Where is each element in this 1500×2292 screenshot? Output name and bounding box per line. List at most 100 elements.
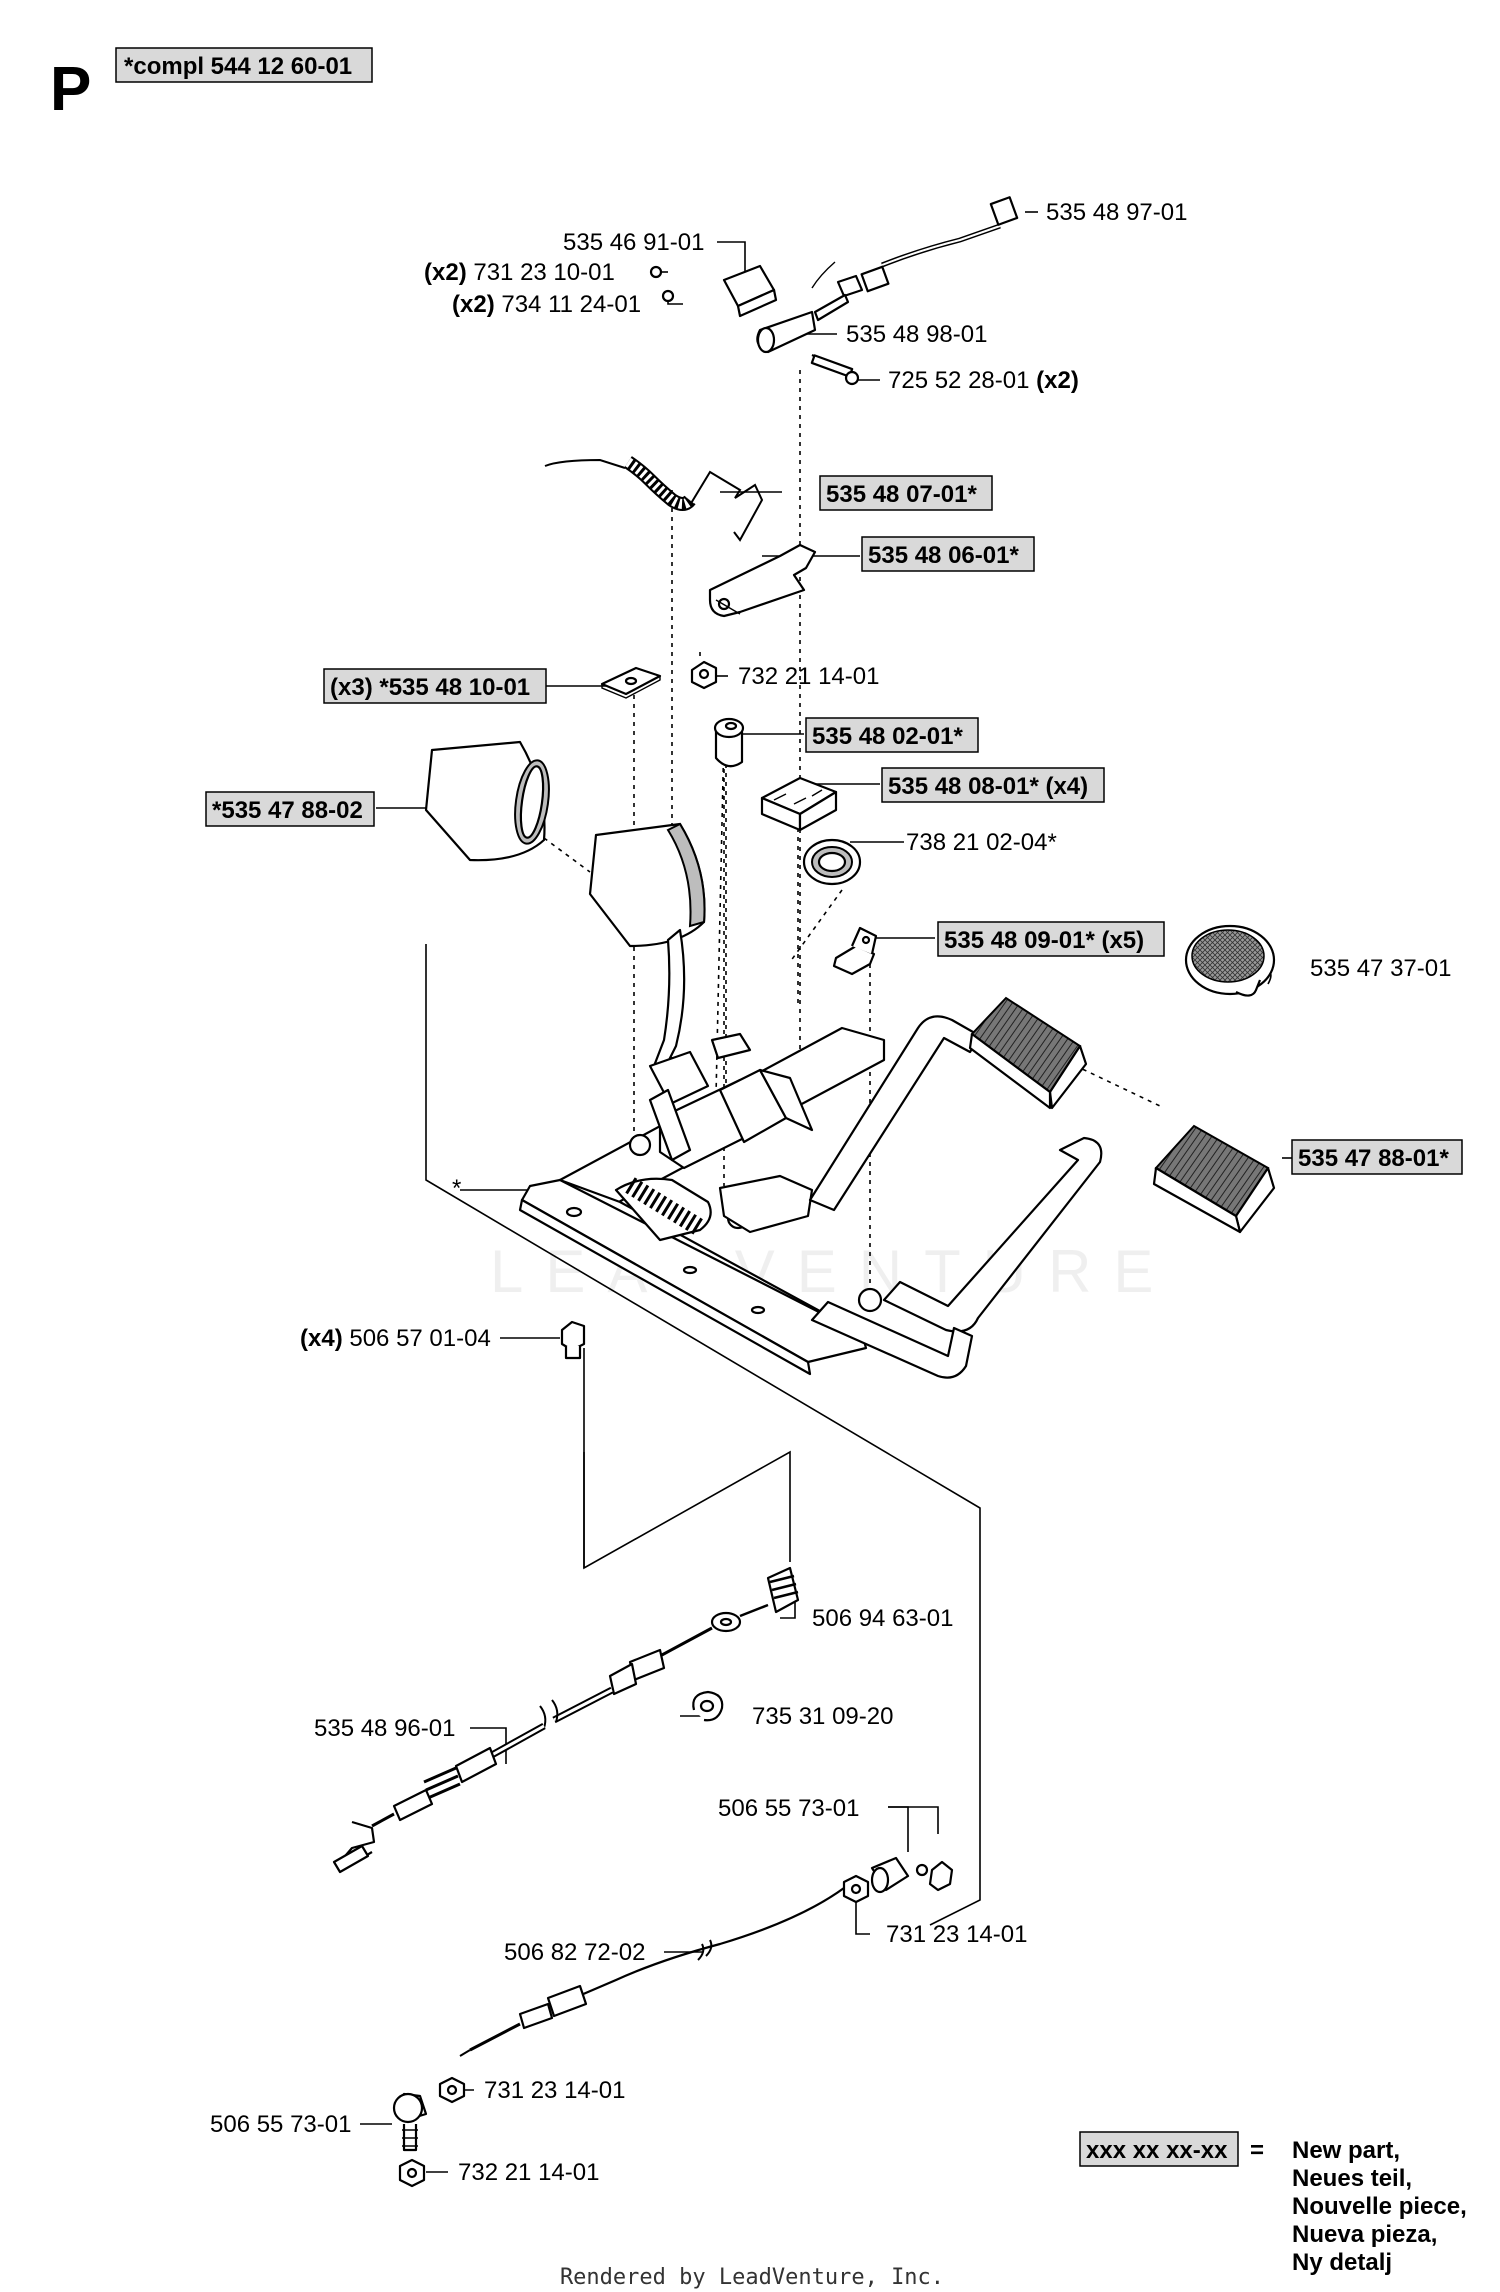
throttle-cable [332,1566,800,1874]
bracket-plate [708,543,817,618]
callout-c24: 731 23 14-01 [886,1921,1027,1948]
callout-c14: 738 21 02-04* [906,829,1057,856]
callout-c19-prefix: (x4) [300,1325,343,1352]
callout-c06: 725 52 28-01 [888,367,1029,394]
svg-text:*: * [452,1175,461,1202]
svg-text:735 31 09-20: 735 31 09-20 [752,1703,893,1730]
svg-text:535 48 09-01* (x5): 535 48 09-01* (x5) [944,927,1144,954]
callout-c09: *535 48 10-01 [379,674,530,701]
svg-text:731 23 14-01: 731 23 14-01 [484,2077,625,2104]
section-letter: P [50,55,91,124]
flange-bolt [560,1320,586,1360]
callout-c11-box [805,717,979,753]
svg-text:(x3) *535 48 10-01: (x3) *535 48 10-01 [330,674,530,701]
footer-credit: Rendered by LeadVenture, Inc. [560,2265,944,2290]
svg-text:506 55 73-01: 506 55 73-01 [718,1795,859,1822]
svg-text:535 48 98-01: 535 48 98-01 [846,321,987,348]
svg-text:535 47 37-01: 535 47 37-01 [1310,955,1451,982]
svg-text:535 48 96-01: 535 48 96-01 [314,1715,455,1742]
pedal-base-assembly [518,928,886,1376]
assembly-number: *compl 544 12 60-01 [124,53,352,80]
clip-block [760,776,838,832]
legend: xxx xx xx-xx = New part, Neues teil, Nou… [1079,2131,1467,2276]
svg-text:732 21 14-01: 732 21 14-01 [738,663,879,690]
callout-c04: 734 11 24-01 [501,291,641,318]
callout-c12-box [881,767,1105,803]
callout-c19: 506 57 01-04 [349,1325,490,1352]
switch-harness [811,196,1019,298]
callout-c09-prefix: (x3) [330,674,373,701]
callout-c09-box [323,668,547,704]
washer-plate [600,666,662,699]
svg-text:535 48 08-01* (x4): 535 48 08-01* (x4) [888,773,1088,800]
pedal-rod-right [808,1015,1103,1379]
callout-c06-suffix: (x2) [1036,367,1079,394]
legend-swatch [1079,2131,1239,2167]
callout-c02: 535 46 91-01 [563,229,704,256]
return-spring [544,456,764,542]
callout-c13-box [205,791,375,827]
linkage-rod [459,1887,845,2057]
callout-c20: 506 94 63-01 [812,1605,953,1632]
hex-nut-top [690,660,718,690]
svg-text:535 48 06-01*: 535 48 06-01* [868,542,1019,569]
callout-c15-suffix: (x5) [1101,927,1144,954]
svg-text:731 23 14-01: 731 23 14-01 [886,1921,1027,1948]
svg-text:(x2) 731 23 10-01: (x2) 731 23 10-01 [424,259,615,286]
callout-c17-box [1291,1139,1463,1175]
pedal-pad-right-mounted [968,996,1088,1110]
callout-c03: 731 23 10-01 [473,259,614,286]
svg-text:535 47 88-01*: 535 47 88-01* [1298,1145,1449,1172]
callout-c15: 535 48 09-01* [944,927,1095,954]
legend-line-5: Ny detalj [1292,2249,1392,2276]
callout-c08: 535 48 06-01* [868,542,1019,569]
callout-c01: 535 48 97-01 [1046,199,1187,226]
svg-text:(x4) 506 57 01-04: (x4) 506 57 01-04 [300,1325,491,1352]
pedal-pad-left-mounted [588,822,706,948]
ball-joint-lower [392,2092,428,2152]
small-clip [832,926,878,976]
ball-joint-upper [870,1856,954,1894]
svg-text:535 48 02-01*: 535 48 02-01* [812,723,963,750]
svg-text:725 52 28-01 (x2): 725 52 28-01 (x2) [888,367,1079,394]
assembly-border-lines [425,944,981,1926]
callout-c17: 535 47 88-01* [1298,1145,1449,1172]
callout-c03-prefix: (x2) [424,259,467,286]
hex-nut-lower-b [398,2158,426,2188]
callout-c28: 732 21 14-01 [458,2159,599,2186]
bearing [802,838,862,886]
legend-line-4: Nueva pieza, [1292,2221,1437,2248]
callout-c12: 535 48 08-01* [888,773,1039,800]
svg-text:506 55 73-01: 506 55 73-01 [210,2111,351,2138]
legend-line-2: Neues teil, [1292,2165,1412,2192]
callout-c05: 535 48 98-01 [846,321,987,348]
cable-circlip [692,1690,724,1722]
pedal-pad-left-exploded [424,740,550,862]
callout-c26: 731 23 14-01 [484,2077,625,2104]
svg-text:506 82 72-02: 506 82 72-02 [504,1939,645,1966]
callout-c25: 506 82 72-02 [504,1939,645,1966]
svg-text:535 46 91-01: 535 46 91-01 [563,229,704,256]
callout-c10: 732 21 14-01 [738,663,879,690]
svg-text:535 48 07-01*: 535 48 07-01* [826,481,977,508]
callout-c08-box [861,536,1035,572]
callout-c22: 535 48 96-01 [314,1715,455,1742]
pedal-cap [1184,924,1276,997]
callout-c13: *535 47 88-02 [212,797,363,824]
callout-c12-suffix: (x4) [1045,773,1088,800]
callout-c07: 535 48 07-01* [826,481,977,508]
callout-c21: 735 31 09-20 [752,1703,893,1730]
svg-text:738 21 02-04*: 738 21 02-04* [906,829,1057,856]
pedal-pad-right-exploded [1152,1124,1276,1234]
svg-text:506 94 63-01: 506 94 63-01 [812,1605,953,1632]
legend-line-1: New part, [1292,2137,1400,2164]
callout-c04-prefix: (x2) [452,291,495,318]
hex-nut-lower-a [438,2076,466,2104]
callout-c16: 535 47 37-01 [1310,955,1451,982]
svg-text:(x2) 734 11 24-01: (x2) 734 11 24-01 [452,291,641,318]
legend-equals: = [1250,2137,1264,2164]
callout-c18: * [452,1175,461,1202]
callout-c07-box [819,475,993,511]
callout-c11: 535 48 02-01* [812,723,963,750]
